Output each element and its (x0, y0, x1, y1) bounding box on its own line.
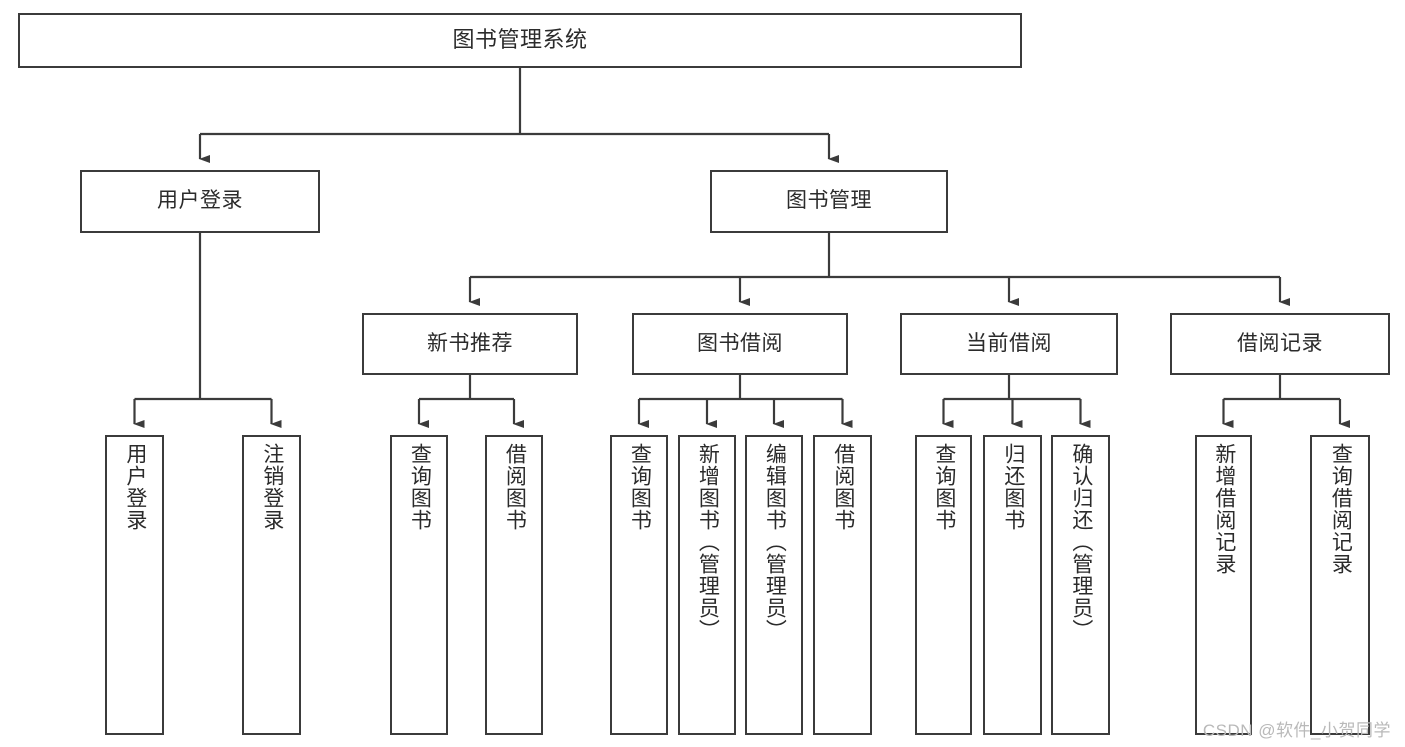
node-leaf-borrow-book-2-label: 借阅图书 (831, 443, 855, 531)
node-leaf-edit-book[interactable]: 编辑图书（管理员） (745, 435, 803, 735)
node-leaf-query-book-1-label: 查询图书 (408, 443, 432, 531)
watermark: CSDN @软件_小贺同学 (1202, 721, 1391, 740)
node-leaf-borrow-book-2[interactable]: 借阅图书 (813, 435, 872, 735)
node-book-manage-label: 图书管理 (786, 189, 872, 213)
node-leaf-logout[interactable]: 注销登录 (242, 435, 301, 735)
node-leaf-query-book-3[interactable]: 查询图书 (915, 435, 972, 735)
node-borrow-record[interactable]: 借阅记录 (1170, 313, 1390, 375)
node-leaf-add-record[interactable]: 新增借阅记录 (1195, 435, 1252, 735)
node-leaf-query-book-2-label: 查询图书 (628, 443, 652, 531)
node-leaf-borrow-book-1[interactable]: 借阅图书 (485, 435, 543, 735)
node-leaf-logout-label: 注销登录 (260, 443, 284, 531)
node-leaf-add-book-label: 新增图书（管理员） (696, 443, 720, 641)
node-leaf-add-book[interactable]: 新增图书（管理员） (678, 435, 736, 735)
node-leaf-edit-book-label: 编辑图书（管理员） (763, 443, 787, 641)
node-leaf-confirm-return-label: 确认归还（管理员） (1069, 443, 1093, 641)
node-book-manage[interactable]: 图书管理 (710, 170, 948, 233)
node-current-borrow[interactable]: 当前借阅 (900, 313, 1118, 375)
node-new-book-recommend-label: 新书推荐 (427, 331, 513, 355)
node-leaf-query-book-2[interactable]: 查询图书 (610, 435, 668, 735)
node-book-borrow-label: 图书借阅 (697, 331, 783, 355)
node-leaf-borrow-book-1-label: 借阅图书 (503, 443, 527, 531)
node-current-borrow-label: 当前借阅 (966, 331, 1052, 355)
node-leaf-user-login-label: 用户登录 (123, 443, 147, 531)
node-user-login[interactable]: 用户登录 (80, 170, 320, 233)
node-leaf-add-record-label: 新增借阅记录 (1212, 443, 1236, 575)
node-book-borrow[interactable]: 图书借阅 (632, 313, 848, 375)
node-leaf-user-login[interactable]: 用户登录 (105, 435, 164, 735)
node-user-login-label: 用户登录 (157, 189, 243, 213)
node-leaf-query-record-label: 查询借阅记录 (1329, 443, 1353, 575)
node-leaf-query-book-3-label: 查询图书 (932, 443, 956, 531)
node-leaf-query-record[interactable]: 查询借阅记录 (1310, 435, 1370, 735)
node-leaf-return-book-label: 归还图书 (1001, 443, 1025, 531)
node-leaf-confirm-return[interactable]: 确认归还（管理员） (1051, 435, 1110, 735)
node-root-label: 图书管理系统 (452, 27, 588, 53)
node-leaf-return-book[interactable]: 归还图书 (983, 435, 1042, 735)
node-borrow-record-label: 借阅记录 (1237, 331, 1323, 355)
node-leaf-query-book-1[interactable]: 查询图书 (390, 435, 448, 735)
node-new-book-recommend[interactable]: 新书推荐 (362, 313, 578, 375)
node-root[interactable]: 图书管理系统 (18, 13, 1022, 68)
